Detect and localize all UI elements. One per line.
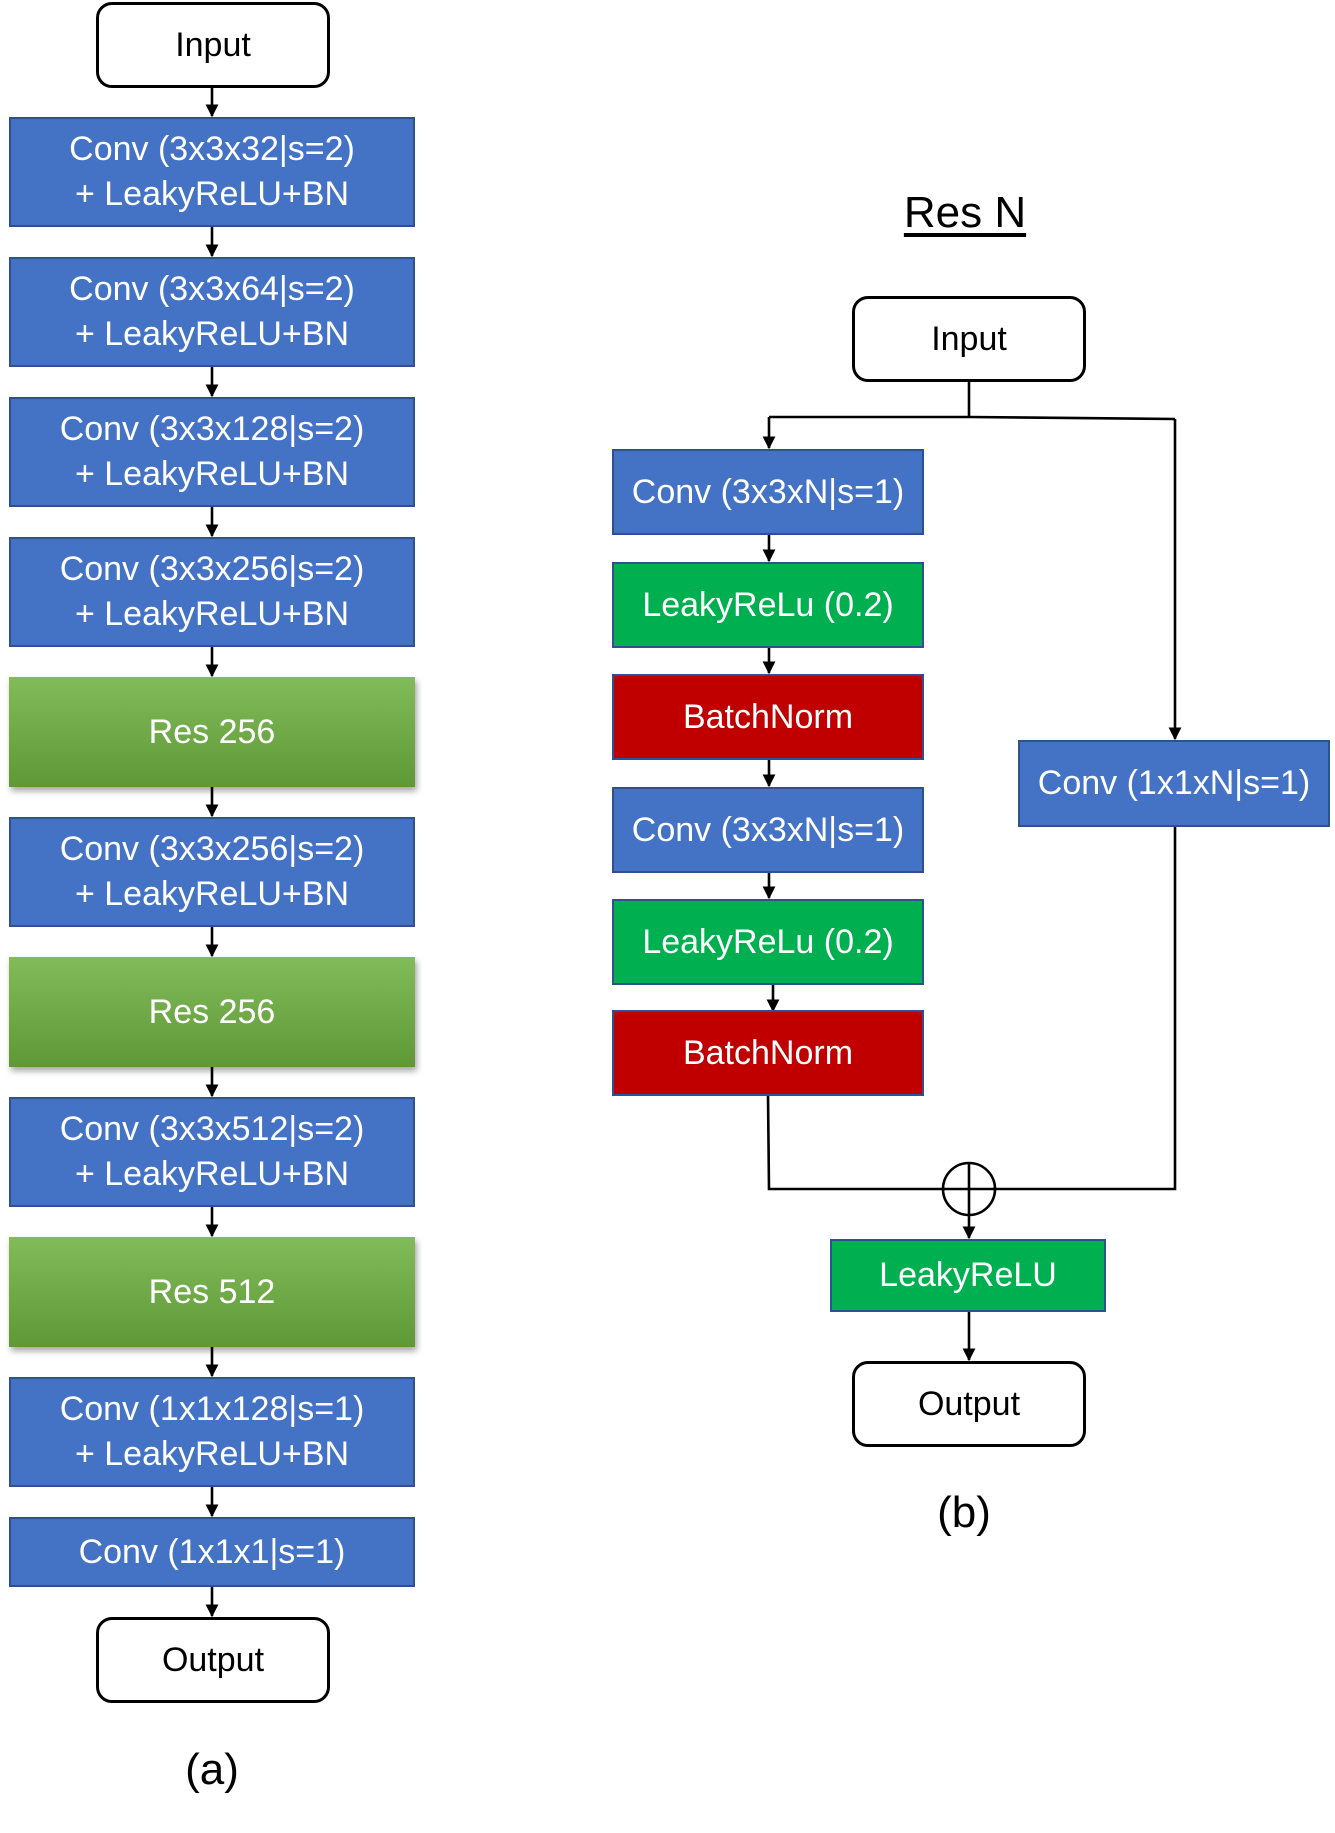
caption-a: (a) [185, 1745, 239, 1794]
a-block-conv-512: Conv (3x3x512|s=2) + LeakyReLU+BN [9, 1097, 415, 1207]
res-n-title: Res N [903, 188, 1027, 237]
b-leakyrelu-1: LeakyReLu (0.2) [612, 562, 924, 648]
line-b-skip-to-add [993, 827, 1177, 1191]
a-block-conv-1x1x1: Conv (1x1x1|s=1) [9, 1517, 415, 1587]
b-conv-3x3-1: Conv (3x3xN|s=1) [612, 449, 924, 535]
line-b-split-right [968, 415, 1176, 421]
b-input-node: Input [852, 296, 1086, 382]
a-block-res-256-1: Res 256 [9, 677, 415, 787]
b-leakyrelu-2: LeakyReLu (0.2) [612, 899, 924, 985]
b-batchnorm-2: BatchNorm [612, 1010, 924, 1096]
b-output-node: Output [852, 1361, 1086, 1447]
a-block-conv-32: Conv (3x3x32|s=2) + LeakyReLU+BN [9, 117, 415, 227]
a-block-conv-128: Conv (3x3x128|s=2) + LeakyReLU+BN [9, 397, 415, 507]
b-skip-conv-1x1: Conv (1x1xN|s=1) [1018, 740, 1330, 827]
b-batchnorm-1: BatchNorm [612, 674, 924, 760]
b-conv-3x3-2: Conv (3x3xN|s=1) [612, 787, 924, 873]
a-block-res-256-2: Res 256 [9, 957, 415, 1067]
a-block-conv-256-2: Conv (3x3x256|s=2) + LeakyReLU+BN [9, 817, 415, 927]
caption-b: (b) [937, 1488, 991, 1537]
a-block-conv-1x1x128: Conv (1x1x128|s=1) + LeakyReLU+BN [9, 1377, 415, 1487]
b-leakyrelu-out: LeakyReLU [830, 1239, 1106, 1312]
a-input-node: Input [96, 2, 330, 88]
a-block-conv-64: Conv (3x3x64|s=2) + LeakyReLU+BN [9, 257, 415, 367]
line-b-main-to-add [766, 1094, 945, 1191]
a-output-node: Output [96, 1617, 330, 1703]
a-block-res-512: Res 512 [9, 1237, 415, 1347]
a-block-conv-256: Conv (3x3x256|s=2) + LeakyReLU+BN [9, 537, 415, 647]
